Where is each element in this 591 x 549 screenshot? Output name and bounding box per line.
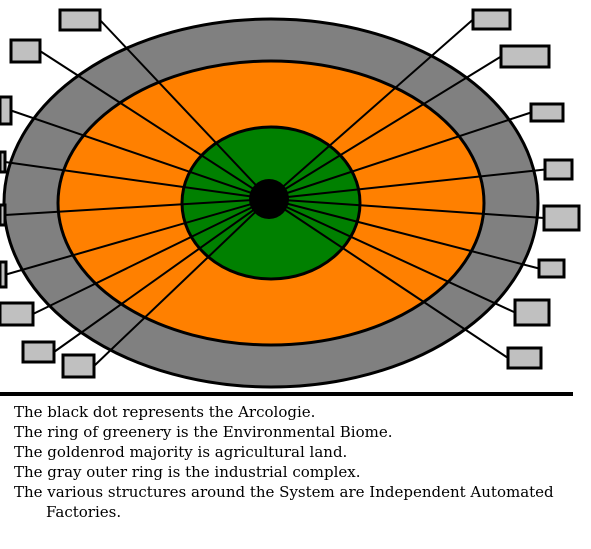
factory-connection-line [32,198,270,315]
factory-box [513,298,551,327]
factory-connection-line [99,19,270,200]
factory-connection-line [268,198,509,359]
factory-connection-line [268,18,474,200]
arcologie-dot [249,179,289,219]
factory-box [542,204,581,232]
legend-industrial-complex: The gray outer ring is the industrial co… [14,463,361,481]
factory-connection-line [268,198,516,314]
legend-agricultural-land: The goldenrod majority is agricultural l… [14,443,348,461]
factory-connection-line [93,198,270,367]
factory-connection-line [268,198,540,270]
legend-factories: The various structures around the System… [14,483,554,521]
factory-box [471,8,512,31]
factory-connection-line [5,198,270,276]
factory-box [499,44,551,69]
factory-box [529,102,565,123]
factory-box [58,8,102,32]
factory-box [537,258,566,279]
factory-box [0,260,8,289]
factory-connections [4,18,546,367]
independent-automated-factories [0,8,581,379]
factory-connection-line [268,168,546,200]
factory-box [0,150,7,174]
arcology-diagram [0,8,581,389]
factory-box [0,301,35,327]
factory-connection-line [10,109,270,200]
legend-arcologie: The black dot represents the Arcologie. [14,403,316,421]
factory-box [506,346,543,370]
factory-connection-line [4,198,270,216]
separator-line [0,392,573,396]
factory-connection-line [268,111,532,200]
factory-connection-line [39,50,270,200]
legend: The black dot represents the Arcologie. … [14,402,589,522]
factory-box [21,340,56,364]
factory-box [543,158,574,181]
factory-connection-line [4,161,270,200]
factory-connection-line [268,198,545,219]
factory-box [0,203,7,227]
factory-box [9,38,42,64]
factory-box [0,95,13,126]
factory-box [61,353,96,379]
factory-connection-line [53,198,270,353]
factory-connection-line [268,55,502,200]
legend-environmental-biome: The ring of greenery is the Environmenta… [14,423,393,441]
